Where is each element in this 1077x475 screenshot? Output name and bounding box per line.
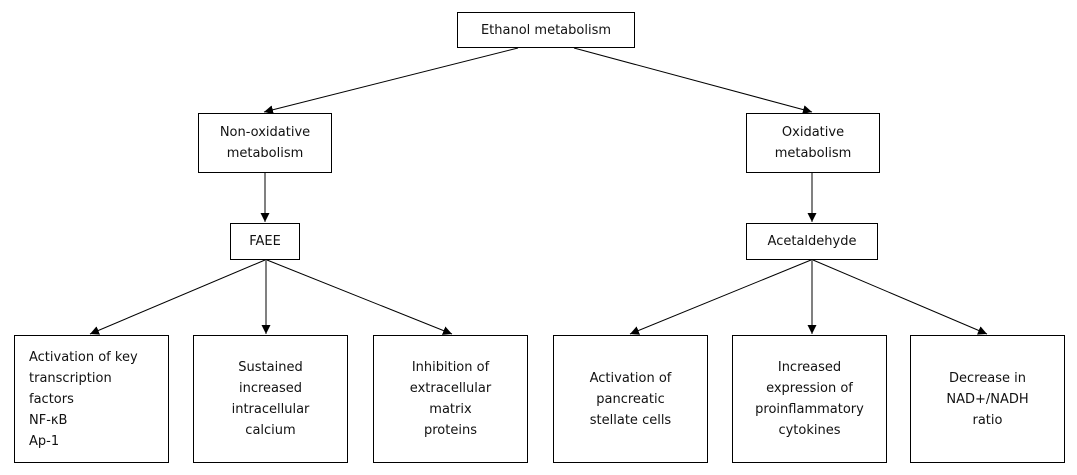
node-non-oxidative-metabolism: Non-oxidative metabolism: [198, 113, 332, 173]
node-ethanol-metabolism-label: Ethanol metabolism: [480, 22, 612, 38]
node-acetaldehyde-label: Acetaldehyde: [767, 234, 857, 249]
node-non-oxidative-metabolism-label: Non-oxidative metabolism: [219, 125, 311, 161]
node-faee-effect-transcription-label: Activation of key transcription factors …: [29, 349, 138, 449]
node-oxidative-metabolism: Oxidative metabolism: [746, 113, 880, 173]
node-ethanol-metabolism: Ethanol metabolism: [457, 12, 635, 48]
node-faee-label: FAEE: [249, 234, 281, 249]
node-faee-effect-matrix-label: Inhibition of extracellular matrix prote…: [409, 360, 492, 438]
node-faee-effect-calcium-label: Sustained increased intracellular calciu…: [231, 360, 310, 438]
arrow-root-to-non-oxidative: [263, 47, 519, 115]
node-faee-effect-matrix: Inhibition of extracellular matrix prote…: [373, 335, 528, 463]
node-acetaldehyde-effect-cytokines-label: Increased expression of proinflammatory …: [755, 360, 864, 438]
node-acetaldehyde: Acetaldehyde: [746, 223, 878, 260]
node-acetaldehyde-effect-stellate-label: Activation of pancreatic stellate cells: [589, 370, 672, 428]
arrow-root-to-oxidative: [573, 47, 813, 115]
arrow-faee-to-effect-1: [89, 259, 266, 335]
node-faee-effect-calcium: Sustained increased intracellular calciu…: [193, 335, 348, 463]
node-oxidative-metabolism-label: Oxidative metabolism: [774, 125, 852, 161]
node-acetaldehyde-effect-nad-ratio-label: Decrease in NAD+/NADH ratio: [946, 370, 1029, 428]
arrow-acetaldehyde-to-effect-1: [629, 259, 812, 335]
arrow-faee-to-effect-3: [266, 259, 453, 335]
arrow-acetaldehyde-to-effect-3: [812, 259, 988, 335]
node-acetaldehyde-effect-cytokines: Increased expression of proinflammatory …: [732, 335, 887, 463]
node-faee-effect-transcription: Activation of key transcription factors …: [14, 335, 169, 463]
node-faee: FAEE: [230, 223, 300, 260]
node-acetaldehyde-effect-nad-ratio: Decrease in NAD+/NADH ratio: [910, 335, 1065, 463]
node-acetaldehyde-effect-stellate: Activation of pancreatic stellate cells: [553, 335, 708, 463]
